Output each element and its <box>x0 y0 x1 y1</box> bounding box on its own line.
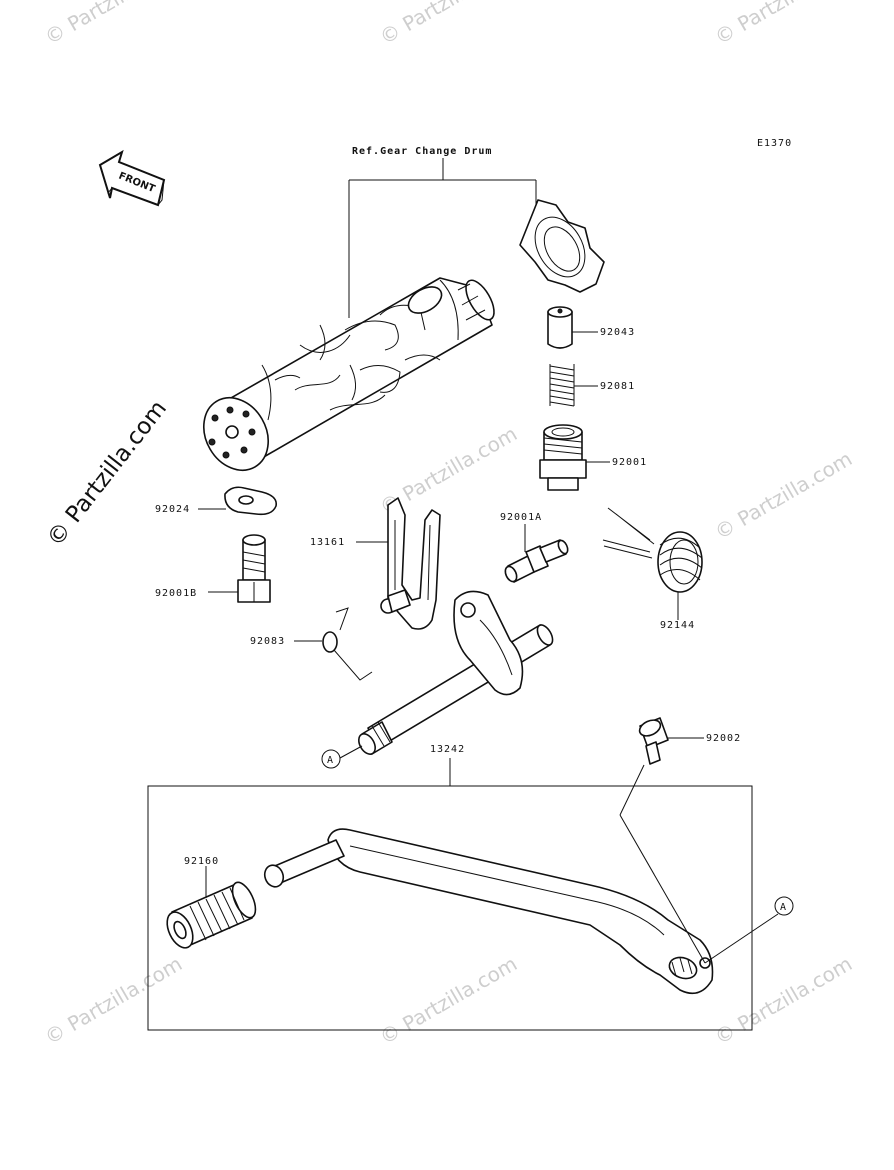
watermark-repeat: © Partzilla.com <box>711 0 857 49</box>
part-92083-spring: 92083 <box>250 607 373 681</box>
callout-92002: 92002 <box>706 733 741 744</box>
watermark-repeat: © Partzilla.com <box>376 951 522 1049</box>
callout-13161: 13161 <box>310 537 345 548</box>
watermark-repeat: © Partzilla.com <box>41 0 187 49</box>
shift-shaft <box>339 590 554 759</box>
callout-92043: 92043 <box>600 327 635 338</box>
callout-92083: 92083 <box>250 636 285 647</box>
ref-a-right-label: A <box>780 902 787 913</box>
part-92001A-stud: 92001A <box>500 512 569 583</box>
callout-92081: 92081 <box>600 381 635 392</box>
watermark-repeat: © Partzilla.com <box>711 951 857 1049</box>
callout-92001A: 92001A <box>500 512 542 523</box>
callout-92024: 92024 <box>155 504 190 515</box>
ref-bracket: Ref.Gear Change Drum <box>348 146 537 318</box>
assembly-13242-box: 13242 <box>147 744 753 1031</box>
ref-a-left-label: A <box>327 755 334 766</box>
callout-92001B: 92001B <box>155 588 197 599</box>
callout-92144: 92144 <box>660 620 695 631</box>
part-13161-arm: 13161 <box>310 497 441 630</box>
callout-92160: 92160 <box>184 856 219 867</box>
diagram-code: E1370 <box>757 138 792 149</box>
part-92001B-bolt: 92001B <box>155 534 271 603</box>
callout-92001: 92001 <box>612 457 647 468</box>
drum-star-plate <box>519 199 605 293</box>
gear-change-drum <box>203 277 495 471</box>
part-92081-spring: 92081 <box>549 362 635 408</box>
ref-label: Ref.Gear Change Drum <box>352 146 492 157</box>
watermark-repeat: © Partzilla.com <box>376 0 522 49</box>
part-92160-rubber: 92160 <box>166 856 257 949</box>
callout-13242: 13242 <box>430 744 465 755</box>
watermark-main: © Partzilla.com <box>42 396 172 552</box>
front-arrow-icon: FRONT <box>98 149 166 207</box>
shift-pedal <box>263 814 779 995</box>
part-92001-holder: 92001 <box>539 424 647 491</box>
ref-marker-a-right: A <box>774 896 794 916</box>
ref-marker-a-left: A <box>321 749 341 769</box>
watermark-repeat: © Partzilla.com <box>41 951 187 1049</box>
part-92002-bolt: 92002 <box>619 717 741 816</box>
part-92043-pin: 92043 <box>547 306 635 349</box>
watermark-repeat: © Partzilla.com <box>711 446 857 544</box>
part-92144-spring: 92144 <box>602 507 703 631</box>
part-92024-plate: 92024 <box>155 486 278 516</box>
